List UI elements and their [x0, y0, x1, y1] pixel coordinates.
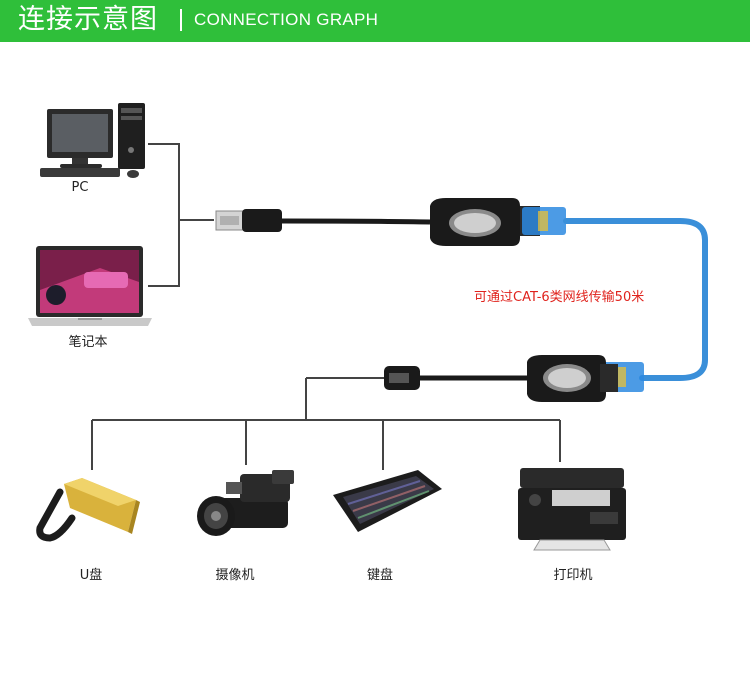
device-label-keyboard: 键盘 [366, 568, 393, 583]
device-label-printer: 打印机 [553, 568, 593, 583]
cable-distance-note: 可通过CAT-6类网线传输50米 [474, 290, 645, 305]
header-bar: 连接示意图 CONNECTION GRAPH [0, 0, 750, 42]
usb-cable-transmitter [215, 198, 540, 246]
source-connector-lines [148, 143, 214, 287]
source-label-laptop: 笔记本 [68, 335, 108, 350]
usb-flash-drive-icon [36, 478, 140, 542]
device-label-usb-drive: U盘 [79, 568, 103, 583]
video-camera-icon [197, 470, 294, 536]
title-chinese: 连接示意图 [18, 4, 158, 35]
title-english: CONNECTION GRAPH [194, 10, 379, 29]
source-label-pc: PC [71, 180, 89, 195]
keyboard-icon [333, 470, 442, 532]
laptop-icon [28, 246, 152, 326]
title-separator [180, 9, 182, 31]
usb-cable-receiver [384, 355, 618, 402]
printer-icon [518, 468, 626, 551]
device-label-camera: 摄像机 [215, 568, 255, 583]
desktop-pc-icon [40, 103, 145, 178]
device-connector-lines [91, 377, 561, 470]
